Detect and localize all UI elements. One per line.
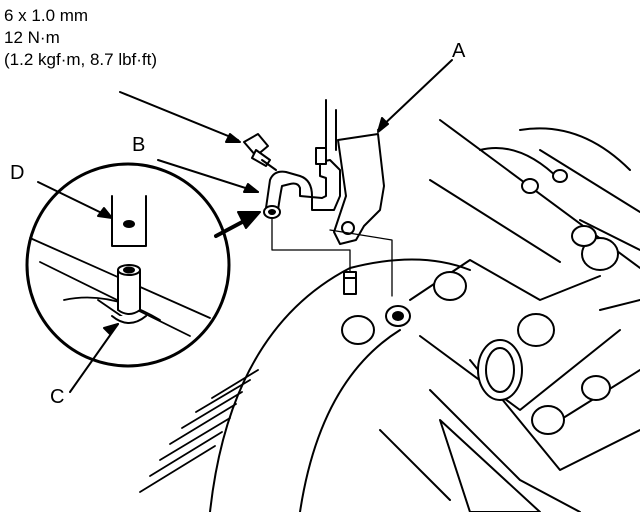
- bolt-size-label: 6 x 1.0 mm: [4, 6, 89, 25]
- detail-pointer-arrow: [214, 211, 261, 238]
- engine-body-inner-line: [299, 329, 401, 512]
- callout-a: A: [452, 40, 466, 62]
- breather-pipe-b: [263, 147, 341, 219]
- flange-bolt: [243, 133, 277, 171]
- pipe-fitting: [343, 271, 357, 295]
- arrowheads: [97, 117, 389, 335]
- cover-nut: [385, 305, 411, 327]
- leader-lines: [37, 59, 453, 393]
- engine-body-outline: [209, 258, 471, 512]
- detail-circle: [25, 162, 231, 368]
- bracket-a: [325, 99, 385, 245]
- callout-c: C: [50, 386, 65, 408]
- engine-bosses: [341, 169, 619, 435]
- callout-b: B: [132, 134, 146, 156]
- engine-lower-blade: [439, 419, 541, 512]
- guide-line-2: [329, 229, 393, 297]
- torque-alt-label: (1.2 kgf·m, 8.7 lbf·ft): [4, 50, 158, 69]
- fitting-c: [111, 264, 147, 324]
- hose-d: [111, 195, 147, 247]
- engine-right-structure: [379, 119, 640, 512]
- torque-nm-label: 12 N·m: [4, 28, 60, 47]
- engine-fins: [139, 369, 259, 493]
- callout-d: D: [10, 162, 25, 184]
- guide-line: [271, 217, 351, 273]
